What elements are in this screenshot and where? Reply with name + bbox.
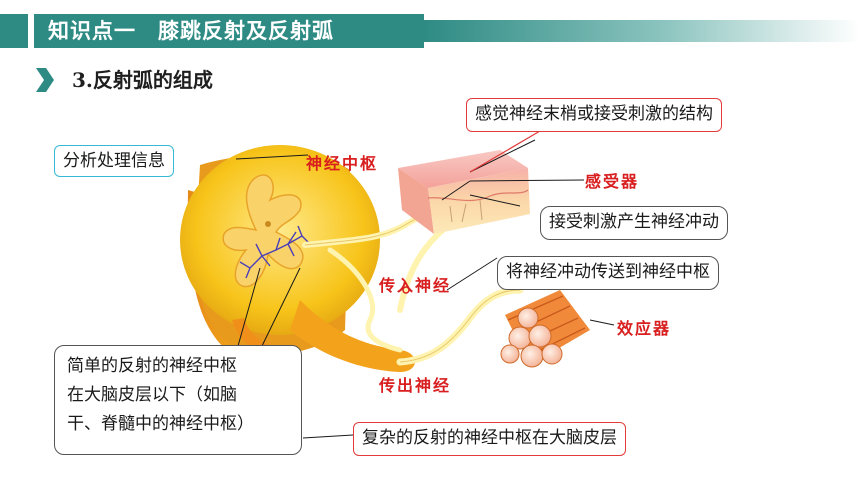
callout-receptor-function: 接受刺激产生神经冲动 — [540, 206, 728, 240]
spinal-cord — [180, 145, 415, 372]
callout-receptor-definition: 感觉神经末梢或接受刺激的结构 — [466, 98, 722, 132]
section-title: 3.反射弧的组成 — [72, 68, 213, 92]
callout-complex-reflex-center: 复杂的反射的神经中枢在大脑皮层 — [353, 422, 626, 456]
header-title-background — [34, 14, 424, 48]
section-arrow-icon — [36, 68, 54, 92]
page-title: 知识点一 膝跳反射及反射弧 — [48, 19, 334, 43]
label-effector: 效应器 — [617, 319, 672, 338]
callout-analyze-info: 分析处理信息 — [54, 145, 174, 177]
header-accent-block — [0, 14, 28, 48]
simple-center-line-1: 简单的反射的神经中枢 — [67, 356, 237, 376]
header-gradient-stripe — [424, 20, 860, 42]
label-efferent-nerve: 传出神经 — [379, 376, 452, 395]
simple-center-line-2: 在大脑皮层以下（如脑 — [67, 385, 237, 405]
label-receptor: 感受器 — [585, 172, 640, 191]
label-afferent-nerve: 传入神经 — [379, 276, 452, 295]
callout-afferent-function: 将神经冲动传送到神经中枢 — [497, 256, 719, 290]
label-nerve-center: 神经中枢 — [306, 154, 379, 173]
header-bar: 知识点一 膝跳反射及反射弧 — [0, 14, 860, 48]
simple-center-line-3: 干、脊髓中的神经中枢） — [67, 414, 254, 434]
callout-simple-reflex-center: 简单的反射的神经中枢 在大脑皮层以下（如脑 干、脊髓中的神经中枢） — [54, 345, 302, 455]
muscle-effector — [500, 290, 590, 368]
skin-receptor-block — [398, 150, 530, 234]
